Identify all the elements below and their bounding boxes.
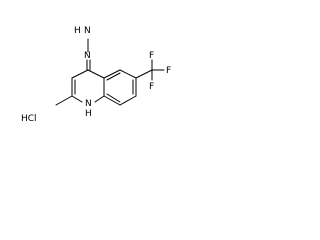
bond-c4a-c4 — [87, 69, 105, 79]
atom-h2n-h: H — [74, 26, 81, 36]
bonds — [55, 38, 165, 106]
atom-ring-n: N — [85, 99, 92, 109]
bond-c2-methyl — [55, 95, 73, 106]
bond-c2-n1 — [71, 95, 83, 103]
atom-f-right: F — [166, 66, 171, 76]
bond-c7-c8 — [119, 95, 137, 106]
molecule-canvas: H N N N H F F F HCl — [21, 26, 171, 124]
bond-c6-cf3 — [135, 69, 153, 79]
structure-drawing: H N N N H F F F HCl — [0, 0, 201, 137]
atom-h2n-n: N — [84, 26, 91, 36]
bond-c4a-c5 — [103, 69, 121, 79]
atom-f-bottom: F — [149, 82, 154, 92]
atom-hydrazine-n: N — [84, 51, 91, 61]
salt-label: HCl — [21, 114, 37, 124]
atom-labels: H N N N H F F F HCl — [21, 26, 171, 124]
bond-c4a-c5-inner — [106, 72, 121, 81]
bond-c5-c6 — [119, 69, 137, 79]
bond-c4-c3 — [71, 69, 89, 79]
atom-ring-h: H — [85, 109, 92, 119]
atom-f-top: F — [149, 51, 154, 61]
bond-c8-c8a-inner — [106, 93, 121, 103]
bond-c8-c8a — [103, 95, 121, 106]
bond-n1-c8a — [94, 95, 105, 103]
